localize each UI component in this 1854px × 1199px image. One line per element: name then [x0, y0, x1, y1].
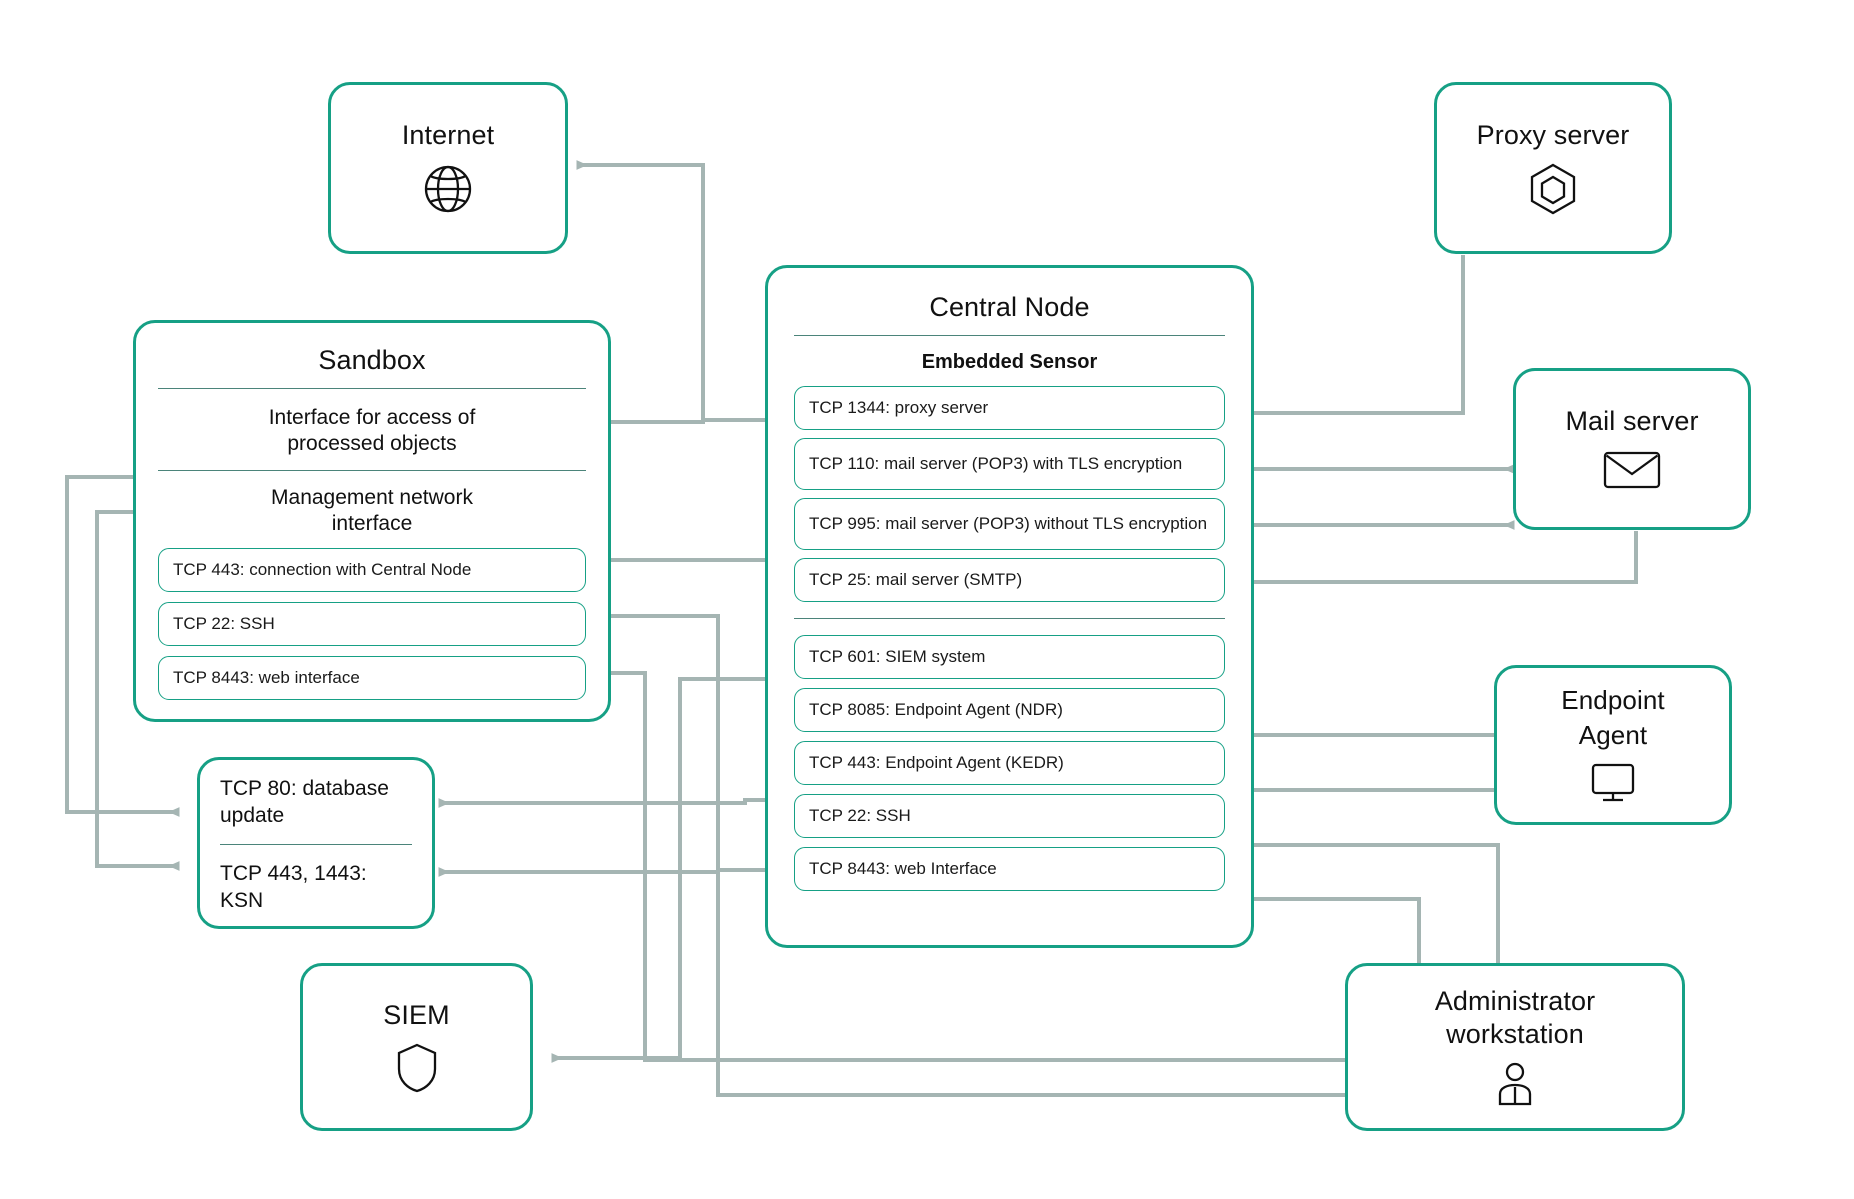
node-siem[interactable]: SIEM [300, 963, 533, 1131]
central-node-subtitle: Embedded Sensor [921, 351, 1098, 373]
node-administrator-workstation[interactable]: Administrator workstation [1345, 963, 1685, 1131]
central-node-divider-2 [794, 618, 1225, 620]
panel-central-node: Central Node Embedded Sensor TCP 1344: p… [765, 265, 1254, 948]
envelope-icon [1602, 447, 1662, 493]
user-icon [1493, 1060, 1537, 1108]
central-node-port-tcp-22[interactable]: TCP 22: SSH [794, 794, 1225, 839]
update-box-divider [220, 843, 412, 845]
sandbox-section-1-line2: interface [331, 511, 413, 535]
central-node-port-tcp-8085[interactable]: TCP 8085: Endpoint Agent (NDR) [794, 688, 1225, 733]
sandbox-section-1-line1: Management network [271, 486, 473, 510]
panel-update-ksn: TCP 80: database update TCP 443, 1443: K… [197, 757, 435, 929]
hexagon-node-icon [1526, 161, 1580, 217]
globe-icon [420, 161, 476, 217]
node-endpoint-agent-label-line1: Endpoint [1561, 685, 1665, 716]
central-node-port-tcp-8443[interactable]: TCP 8443: web Interface [794, 847, 1225, 892]
central-node-port-tcp-995[interactable]: TCP 995: mail server (POP3) without TLS … [794, 498, 1225, 551]
monitor-icon [1589, 761, 1637, 805]
node-proxy-server[interactable]: Proxy server [1434, 82, 1672, 254]
shield-icon [394, 1041, 440, 1095]
sandbox-port-tcp-22[interactable]: TCP 22: SSH [158, 602, 586, 647]
node-siem-label: SIEM [383, 999, 450, 1030]
node-mail-server-label: Mail server [1565, 405, 1699, 436]
sandbox-section-0-label: Interface for access of processed object… [158, 405, 586, 456]
panel-sandbox: Sandbox Interface for access of processe… [133, 320, 611, 722]
node-mail-server[interactable]: Mail server [1513, 368, 1751, 530]
sandbox-section-0-line1: Interface for access of [268, 406, 476, 429]
central-node-divider-1 [794, 335, 1225, 336]
central-node-port-tcp-601[interactable]: TCP 601: SIEM system [794, 635, 1225, 680]
node-endpoint-agent[interactable]: Endpoint Agent [1494, 665, 1732, 825]
central-node-port-tcp-1344[interactable]: TCP 1344: proxy server [794, 386, 1225, 431]
node-endpoint-agent-label-line2: Agent [1578, 720, 1648, 750]
update-box-line1-part1: TCP 80: database [220, 777, 389, 800]
sandbox-section-0-line2: processed objects [287, 431, 457, 455]
node-internet-label: Internet [401, 119, 495, 150]
sandbox-divider-2 [158, 470, 586, 472]
panel-sandbox-title: Sandbox [318, 345, 426, 375]
update-box-line2: TCP 443, 1443: KSN [220, 861, 367, 912]
sandbox-divider-1 [158, 388, 586, 389]
node-administrator-workstation-label-line1: Administrator [1434, 986, 1596, 1016]
node-proxy-server-label: Proxy server [1476, 119, 1630, 150]
panel-central-node-title: Central Node [929, 292, 1090, 322]
node-administrator-workstation-label-line2: workstation [1446, 1019, 1584, 1049]
sandbox-section-1-label: Management network interface [158, 485, 586, 536]
central-node-port-tcp-110[interactable]: TCP 110: mail server (POP3) with TLS enc… [794, 438, 1225, 491]
central-node-port-tcp-25[interactable]: TCP 25: mail server (SMTP) [794, 558, 1225, 603]
central-node-port-tcp-443[interactable]: TCP 443: Endpoint Agent (KEDR) [794, 741, 1225, 786]
sandbox-port-tcp-8443[interactable]: TCP 8443: web interface [158, 656, 586, 701]
node-internet[interactable]: Internet [328, 82, 568, 254]
update-box-line1-part2: update [220, 803, 285, 827]
sandbox-port-tcp-443[interactable]: TCP 443: connection with Central Node [158, 548, 586, 593]
